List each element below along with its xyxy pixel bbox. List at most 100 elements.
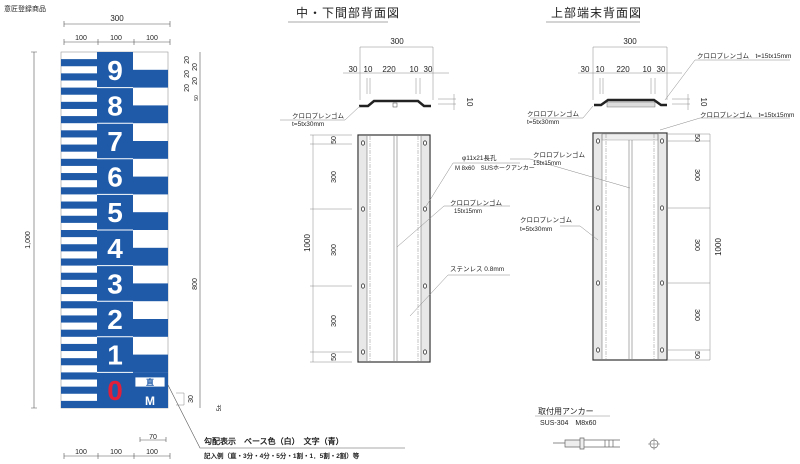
mid-dim-spacing: 50 (331, 353, 338, 361)
digit-cell (97, 123, 133, 159)
anchor-hole (360, 140, 365, 146)
digit-5: 5 (107, 197, 123, 228)
mid-dim-sub: 30 (424, 65, 433, 74)
anchor-hole (422, 349, 427, 355)
mid-profile-section (359, 99, 431, 108)
anchor-hole (422, 206, 427, 212)
mid-dim-spacing: 300 (331, 315, 338, 327)
anchor-hole (422, 140, 427, 146)
stripe-dims: 20 20 20 20 20 50 (184, 56, 200, 101)
digit-7: 7 (107, 126, 123, 157)
top-rubber-mid-label: クロロプレンゴム (533, 150, 586, 159)
dim-bottom-margin: 30 (188, 395, 195, 403)
half-band (133, 354, 168, 373)
scale-stripe (61, 358, 97, 366)
top-rubber-low-label: クロロプレンゴム (520, 215, 573, 224)
top-dim-sub: 10 (643, 65, 652, 74)
scale-stripe (61, 173, 97, 181)
scale-stripe (61, 130, 97, 138)
top-dim-sub: 30 (657, 65, 666, 74)
grade-box-text: 直 (146, 377, 154, 387)
anchor-end-view-icon (648, 438, 660, 450)
mid-panel (357, 134, 431, 363)
scale-stripe (61, 59, 97, 67)
scale-stripe (61, 329, 97, 337)
scale-stripe (61, 315, 97, 323)
mid-rubber2-label: クロロプレンゴム (450, 198, 503, 207)
anchor-hole (360, 206, 365, 212)
top-rubber-low-label: t=5tx30mm (520, 226, 552, 233)
mid-dim-spacing: 50 (331, 136, 338, 144)
registered-design-label: 意匠登録商品 (4, 4, 46, 13)
mid-rubber-label: t=5tx30mm (292, 121, 324, 128)
grade-box (134, 376, 166, 388)
scale-stripe (61, 272, 97, 280)
digit-cell (97, 230, 133, 266)
dim-bottom-col-2: 100 (110, 449, 122, 456)
digit-2: 2 (107, 304, 123, 335)
dim-box-width: 70 (149, 434, 157, 441)
top-dim-sub: 30 (581, 65, 590, 74)
top-dim-sub: 10 (596, 65, 605, 74)
dim-height: 1,000 (25, 231, 32, 249)
anchor-hole (660, 347, 665, 353)
scale-stripe (61, 215, 97, 223)
dim-scale-height: 800 (192, 278, 199, 290)
dim-col-3: 100 (146, 35, 158, 42)
top-dim-spacing: 300 (693, 309, 700, 321)
digit-cell (97, 52, 133, 88)
anchor-spec: SUS-304 M8x60 (540, 420, 597, 427)
anchor-hole (596, 347, 601, 353)
mid-dim-sub: 30 (349, 65, 358, 74)
anchor-bolt-icon (553, 437, 620, 450)
anchor-hole (660, 280, 665, 286)
digit-8: 8 (107, 90, 123, 121)
top-dim-spacing: 300 (693, 239, 700, 251)
top-rubber-left-label: t=5tx30mm (527, 119, 559, 126)
digit-cell (97, 372, 133, 408)
top-rubber-mid-label: 15tx15mm (533, 161, 561, 167)
top-rubber-right-label: クロロプレンゴム t=15tx15mm (700, 110, 794, 119)
digit-6: 6 (107, 162, 123, 193)
top-dim-spacing: 300 (693, 169, 700, 181)
scale-stripe (61, 116, 97, 124)
top-dim-height: 1000 (714, 238, 723, 256)
grade-note-example: 記入例（直・3分・4分・5分・1割・1．5割・2割）等 (204, 451, 360, 460)
unit-text: M (145, 394, 155, 408)
mid-view-title: 中・下間部背面図 (296, 5, 400, 20)
mid-rubber2-label: 15tx15mm (454, 209, 482, 215)
stainless-label: ステンレス 0.8mm (450, 265, 504, 273)
half-band (133, 319, 168, 337)
grade-note-title: 勾配表示 ベース色（白） 文字（青） (204, 436, 344, 446)
half-band (133, 212, 168, 230)
digit-3: 3 (107, 268, 123, 299)
anchor-hole (360, 283, 365, 289)
mid-dim-spacing: 300 (331, 171, 338, 183)
scale-stripe (61, 286, 97, 295)
scale-stripe (61, 244, 97, 252)
digit-cell (97, 87, 133, 124)
side-note: 5± (217, 404, 223, 411)
scale-stripe (61, 87, 97, 95)
gap-dim: 50 (194, 95, 200, 101)
scale-stripe (61, 258, 97, 266)
dim-bottom-col-1: 100 (75, 449, 87, 456)
digit-0: 0 (107, 375, 123, 406)
anchor-hole (360, 349, 365, 355)
dim-bottom-col-3: 100 (146, 449, 158, 456)
half-band (133, 141, 168, 159)
scale-stripe (61, 187, 97, 195)
dim-total-width: 300 (110, 14, 124, 23)
top-profile-section (594, 98, 667, 107)
top-dim-thickness: 10 (699, 98, 708, 107)
top-dim-top: 300 (623, 37, 637, 46)
scale-stripe (61, 201, 97, 209)
digit-cell (97, 265, 133, 302)
mid-dim-thickness: 10 (465, 98, 474, 107)
half-band (133, 247, 168, 266)
scale-stripe (61, 101, 97, 109)
half-band (133, 283, 168, 302)
mid-dim-height: 1000 (303, 234, 312, 252)
anchor-hole-label: M 8x60 SUSホークアンカー (455, 165, 535, 172)
top-dim-sub: 220 (616, 65, 630, 74)
